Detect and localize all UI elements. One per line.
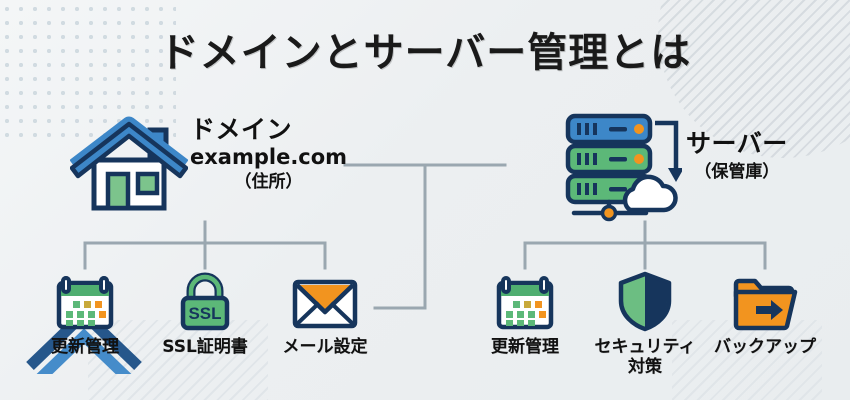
domain-sublabel: （住所） <box>234 171 303 192</box>
leaf-label: セキュリティ 対策 <box>587 337 703 377</box>
leaf-server-renewal[interactable]: 更新管理 <box>467 270 583 358</box>
leaf-label: 更新管理 <box>491 337 559 357</box>
envelope-icon <box>267 270 383 332</box>
dot-grid-decoration <box>0 0 176 138</box>
domain-label: ドメイン <box>190 115 293 144</box>
shield-icon <box>587 270 703 332</box>
ssl-badge-text: SSL <box>188 304 221 323</box>
leaf-mail-settings[interactable]: メール設定 <box>267 270 383 358</box>
leaf-label: 更新管理 <box>51 337 119 357</box>
domain-address: example.com <box>190 145 348 169</box>
leaf-label: バックアップ <box>714 337 816 357</box>
leaf-label: SSL証明書 <box>162 337 248 357</box>
server-node[interactable]: サーバー （保管庫） <box>560 108 840 222</box>
leaf-ssl-certificate[interactable]: SSL SSL証明書 <box>147 270 263 358</box>
leaf-label-line2: 対策 <box>628 356 662 377</box>
leaf-label: メール設定 <box>282 337 368 357</box>
folder-arrow-icon <box>707 270 823 332</box>
server-label: サーバー <box>686 129 788 158</box>
leaf-label-line1: セキュリティ <box>594 337 696 357</box>
diagonal-stripes-bottom-left <box>88 320 268 400</box>
domain-node[interactable]: ドメイン example.com （住所） <box>70 112 350 217</box>
leaf-backup[interactable]: バックアップ <box>707 270 823 358</box>
page-title: ドメインとサーバー管理とは <box>158 30 692 76</box>
calendar-icon <box>467 270 583 332</box>
leaf-security[interactable]: セキュリティ 対策 <box>587 270 703 377</box>
leaf-domain-renewal[interactable]: 更新管理 <box>27 270 143 358</box>
ssl-lock-icon: SSL <box>147 270 263 332</box>
calendar-icon <box>27 270 143 332</box>
server-rack-cloud-icon <box>565 113 682 222</box>
diagonal-stripes-bottom-right <box>672 320 822 400</box>
house-icon <box>70 116 188 211</box>
server-sublabel: （保管庫） <box>694 162 780 182</box>
